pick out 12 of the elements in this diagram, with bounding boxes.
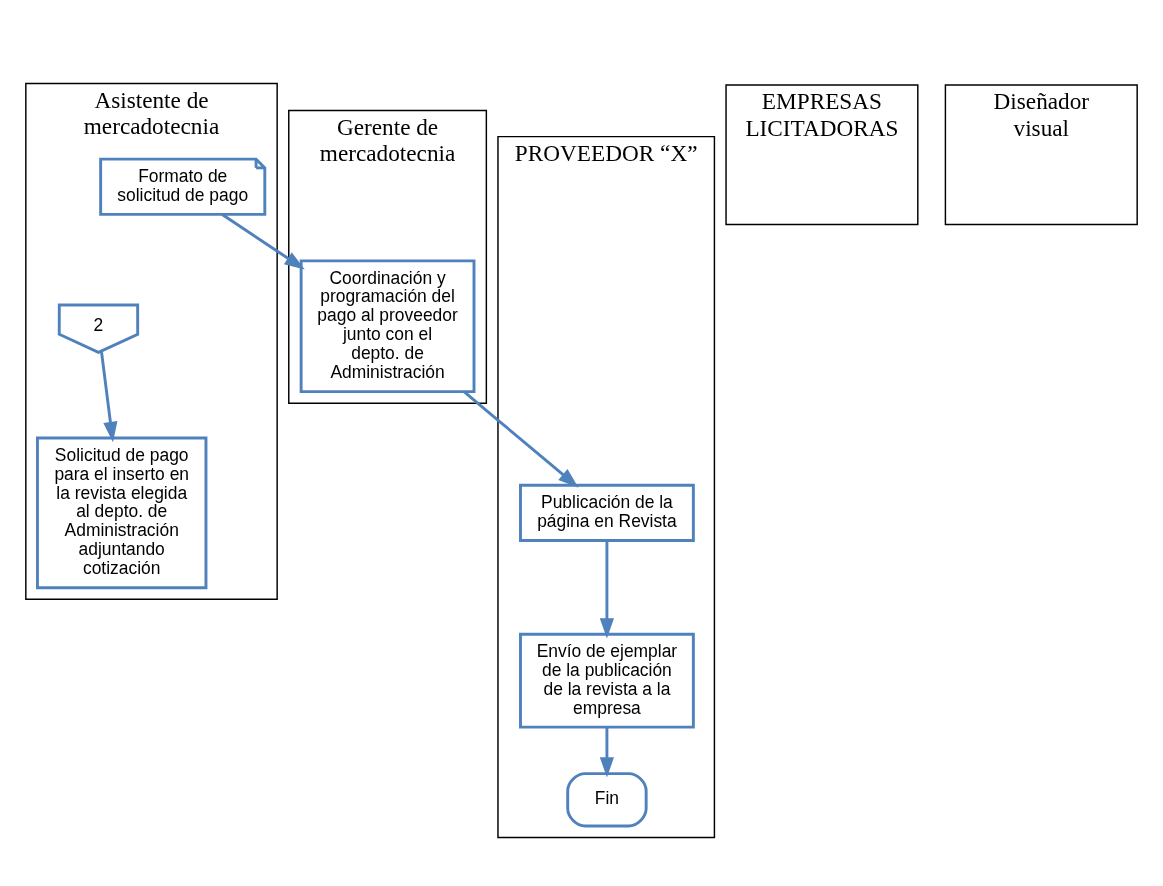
arrow [221, 212, 305, 270]
node-box: Coordinación y programación del pago al proveedor junto con el depto. de Administración [299, 258, 476, 393]
arrow [100, 350, 118, 442]
node-box: EMPRESAS LICITADORAS [725, 83, 919, 225]
node-box: Fin [566, 771, 648, 827]
arrow [599, 540, 615, 639]
node-box: Publicación de la página en Revista [519, 483, 695, 542]
node-box: Solicitud de pago para el inserto en la revista elegida al depto. de Administración adjuntando cotización [36, 436, 208, 589]
arrow [599, 726, 615, 778]
node-box: Diseñador visual [944, 83, 1138, 225]
node-box: Envío de ejemplar de la publicación de la revista a la empresa [519, 632, 695, 729]
arrow [463, 390, 579, 488]
